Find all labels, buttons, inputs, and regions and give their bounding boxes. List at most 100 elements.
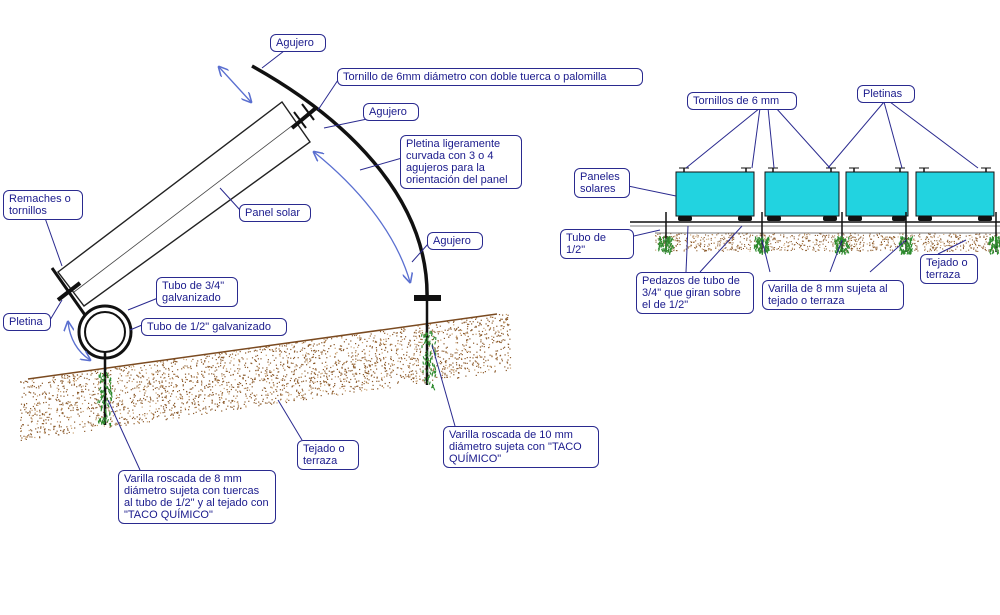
soil-speck <box>463 345 465 347</box>
soil-speck <box>509 338 511 340</box>
soil-speck <box>201 382 203 384</box>
soil-speck <box>362 357 364 359</box>
soil-speck <box>115 424 117 426</box>
soil-speck <box>44 396 46 398</box>
soil-speck <box>740 248 742 250</box>
soil-speck <box>236 408 239 410</box>
soil-speck <box>220 396 222 399</box>
soil-speck <box>359 387 361 389</box>
soil-speck <box>208 361 210 363</box>
soil-speck <box>269 370 271 372</box>
soil-speck <box>421 341 423 344</box>
soil-speck <box>161 380 163 382</box>
soil-speck <box>193 376 195 378</box>
soil-speck <box>129 397 131 399</box>
soil-speck <box>948 235 950 237</box>
soil-speck <box>886 238 888 240</box>
soil-speck <box>53 427 55 429</box>
soil-speck <box>196 362 198 364</box>
rotate-arrow-panel <box>314 152 410 282</box>
soil-speck <box>208 373 210 375</box>
soil-speck <box>286 398 288 400</box>
anchor-streak <box>760 244 763 248</box>
soil-speck <box>873 235 875 237</box>
soil-speck <box>690 246 692 248</box>
soil-speck <box>169 399 171 402</box>
soil-speck <box>337 359 339 361</box>
anchor-streak <box>434 374 437 378</box>
soil-speck <box>141 419 143 421</box>
soil-speck <box>676 240 678 242</box>
soil-speck <box>80 407 82 410</box>
soil-speck <box>704 250 706 252</box>
soil-speck <box>304 370 306 372</box>
soil-speck <box>353 364 355 366</box>
soil-speck <box>416 337 418 339</box>
soil-speck <box>670 246 672 248</box>
soil-speck <box>388 382 391 384</box>
soil-speck <box>119 409 121 411</box>
soil-speck <box>774 247 776 249</box>
soil-speck <box>973 248 975 250</box>
soil-speck <box>471 329 473 331</box>
soil-speck <box>494 365 496 367</box>
soil-speck <box>214 375 216 377</box>
soil-speck <box>737 250 739 252</box>
soil-speck <box>920 238 922 240</box>
soil-speck <box>185 359 187 361</box>
soil-speck <box>121 399 124 401</box>
soil-speck <box>713 242 715 244</box>
soil-speck <box>76 401 78 403</box>
soil-speck <box>149 410 151 412</box>
soil-speck <box>228 391 231 393</box>
soil-speck <box>824 236 826 238</box>
soil-speck <box>384 364 386 366</box>
soil-speck <box>249 395 251 398</box>
soil-speck <box>381 385 383 387</box>
soil-speck <box>384 349 386 351</box>
tube-piece <box>892 216 906 221</box>
soil-speck <box>200 394 202 396</box>
soil-speck <box>350 346 352 348</box>
soil-speck <box>320 382 322 385</box>
soil-speck <box>775 242 777 244</box>
soil-speck <box>221 373 223 375</box>
soil-speck <box>132 364 134 366</box>
soil-speck <box>308 377 311 379</box>
soil-speck <box>677 243 679 245</box>
soil-speck <box>506 317 508 319</box>
soil-speck <box>171 382 173 384</box>
soil-speck <box>281 389 284 391</box>
soil-speck <box>929 233 931 235</box>
label-pletinas: Pletinas <box>857 85 915 103</box>
soil-speck <box>119 422 121 424</box>
soil-speck <box>145 372 147 374</box>
soil-speck <box>452 354 454 356</box>
soil-speck <box>657 243 659 245</box>
soil-speck <box>393 364 395 366</box>
soil-speck <box>343 388 345 390</box>
soil-speck <box>817 234 819 236</box>
soil-speck <box>664 236 666 238</box>
soil-speck <box>164 411 166 413</box>
soil-speck <box>287 357 289 359</box>
soil-speck <box>158 388 160 390</box>
soil-speck <box>119 394 121 396</box>
soil-speck <box>101 416 103 418</box>
soil-speck <box>131 369 133 371</box>
soil-speck <box>37 420 39 422</box>
soil-speck <box>397 354 399 356</box>
soil-speck <box>457 377 459 379</box>
anchor-streak <box>424 361 427 365</box>
soil-speck <box>214 384 217 386</box>
soil-speck <box>670 233 672 235</box>
soil-speck <box>715 247 717 249</box>
soil-speck <box>137 421 140 423</box>
soil-speck <box>827 241 829 243</box>
soil-speck <box>273 391 275 393</box>
soil-speck <box>131 401 133 404</box>
soil-speck <box>40 426 42 428</box>
soil-speck <box>774 239 776 241</box>
soil-speck <box>321 353 323 355</box>
soil-speck <box>121 416 123 418</box>
